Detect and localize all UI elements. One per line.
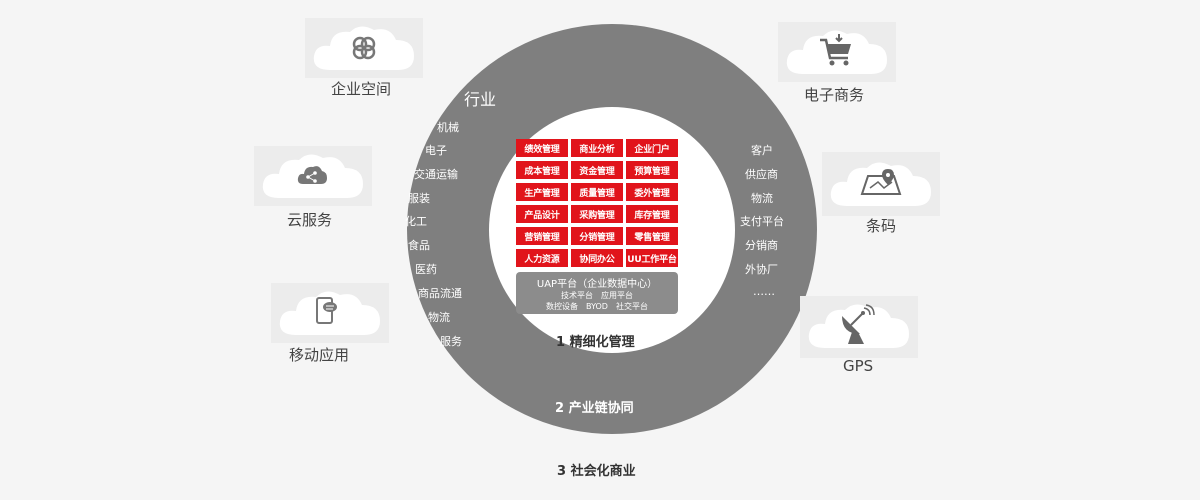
industry-item: 食品 [408, 239, 430, 252]
cloud-label-gps[interactable]: GPS [843, 357, 874, 375]
uap-line-1: 技术平台 应用平台 [561, 291, 633, 300]
industry-item: 服装 [408, 192, 430, 205]
partner-item: 物流 [751, 192, 773, 205]
cloud-shape [279, 291, 380, 335]
module-cell[interactable]: 库存管理 [626, 205, 678, 223]
module-cell[interactable]: 成本管理 [516, 161, 568, 179]
industry-item: 交通运输 [414, 168, 458, 181]
module-cell[interactable]: 零售管理 [626, 227, 678, 245]
cloud-shape [808, 304, 909, 348]
partner-item: 支付平台 [740, 215, 784, 228]
partner-item: 分销商 [745, 239, 778, 252]
satellite-dish-icon[interactable] [836, 304, 876, 346]
industry-item: 机械 [437, 121, 459, 134]
module-cell[interactable]: 生产管理 [516, 183, 568, 201]
industry-item: 服务 [440, 335, 462, 348]
partner-item: 供应商 [745, 168, 778, 181]
cloud-label-enterprise-space[interactable]: 企业空间 [331, 80, 392, 98]
module-cell[interactable]: 商业分析 [571, 139, 623, 157]
shopping-cart-icon[interactable] [818, 32, 854, 68]
industry-item: 物流 [428, 311, 450, 324]
cloud-label-ecommerce[interactable]: 电子商务 [804, 86, 865, 104]
module-cell[interactable]: 采购管理 [571, 205, 623, 223]
partner-item: 外协厂 [745, 263, 778, 276]
uap-line-2: 数控设备 BYOD 社交平台 [546, 302, 648, 311]
module-cell[interactable]: 协同办公 [571, 249, 623, 267]
cloud-label-barcode[interactable]: 条码 [866, 217, 897, 235]
module-cell[interactable]: 预算管理 [626, 161, 678, 179]
link-rings-icon[interactable] [350, 34, 378, 62]
module-cell[interactable]: 企业门户 [626, 139, 678, 157]
partner-item: …… [753, 285, 775, 298]
industry-heading: 行业 [464, 90, 497, 109]
map-pin-icon[interactable] [858, 166, 904, 198]
module-cell[interactable]: UU工作平台 [626, 249, 678, 267]
module-cell[interactable]: 产品设计 [516, 205, 568, 223]
cloud-label-cloud-service[interactable]: 云服务 [287, 211, 333, 229]
cloud-share-icon[interactable] [296, 162, 328, 188]
module-cell[interactable]: 分销管理 [571, 227, 623, 245]
layer-3-label: 3 社会化商业 [557, 464, 636, 479]
cloud-label-mobile-app[interactable]: 移动应用 [289, 346, 350, 364]
partner-item: 客户 [751, 144, 773, 157]
industry-item: 医药 [415, 263, 437, 276]
industry-item: 商品流通 [418, 287, 462, 300]
module-cell[interactable]: 绩效管理 [516, 139, 568, 157]
industry-item: 化工 [405, 215, 427, 228]
layer-2-label: 2 产业链协同 [555, 401, 634, 416]
module-cell[interactable]: 人力资源 [516, 249, 568, 267]
module-cell[interactable]: 质量管理 [571, 183, 623, 201]
module-cell[interactable]: 营销管理 [516, 227, 568, 245]
module-cell[interactable]: 委外管理 [626, 183, 678, 201]
module-grid: 绩效管理 商业分析 企业门户 成本管理 资金管理 预算管理 生产管理 质量管理 … [516, 139, 678, 267]
uap-platform-box: UAP平台（企业数据中心） 技术平台 应用平台 数控设备 BYOD 社交平台 [516, 272, 678, 314]
uap-title: UAP平台（企业数据中心） [536, 279, 658, 290]
industry-item: 电子 [425, 144, 447, 157]
layer-1-label: 1 精细化管理 [556, 335, 635, 350]
module-cell[interactable]: 资金管理 [571, 161, 623, 179]
mobile-chat-icon[interactable] [314, 296, 340, 326]
